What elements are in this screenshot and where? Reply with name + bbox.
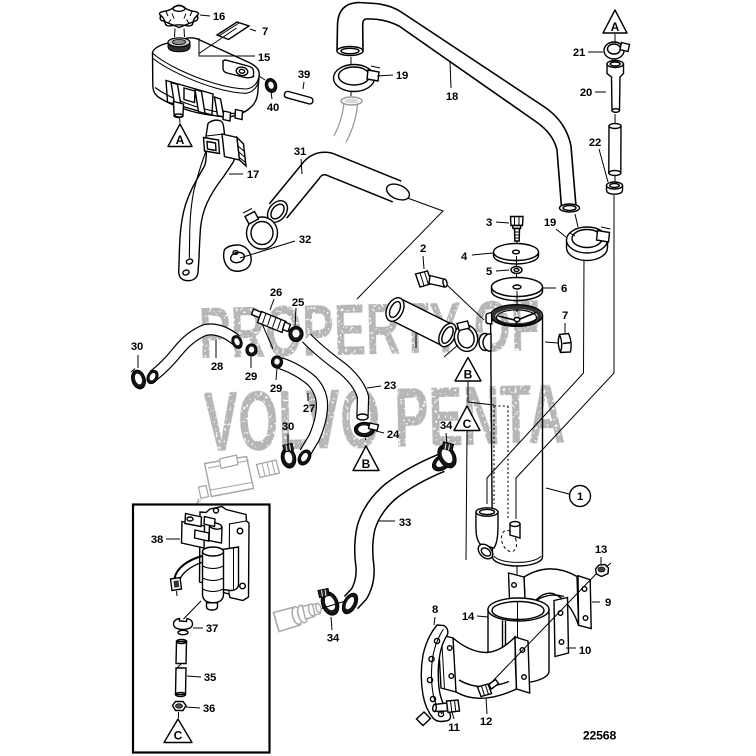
svg-text:6: 6 [561, 283, 567, 295]
svg-text:40: 40 [267, 102, 279, 114]
svg-text:32: 32 [299, 234, 311, 246]
svg-text:8: 8 [432, 604, 438, 616]
svg-text:A: A [611, 20, 620, 34]
svg-text:38: 38 [151, 534, 163, 546]
svg-text:34: 34 [440, 420, 453, 432]
svg-text:17: 17 [247, 169, 259, 181]
svg-text:19: 19 [396, 70, 408, 82]
svg-text:33: 33 [399, 517, 411, 529]
svg-text:3: 3 [486, 217, 492, 229]
svg-text:39: 39 [298, 69, 310, 81]
svg-text:35: 35 [204, 672, 216, 684]
svg-text:B: B [362, 457, 371, 471]
svg-text:PROPERTY OF: PROPERTY OF [198, 286, 541, 374]
svg-text:22: 22 [589, 137, 601, 149]
svg-text:29: 29 [245, 371, 257, 383]
svg-text:4: 4 [461, 251, 468, 263]
svg-text:11: 11 [448, 722, 460, 734]
svg-text:21: 21 [573, 47, 585, 59]
svg-text:VOLVO PENTA: VOLVO PENTA [203, 367, 566, 469]
svg-text:10: 10 [579, 645, 591, 657]
svg-text:24: 24 [387, 429, 400, 441]
svg-text:7: 7 [562, 310, 568, 322]
svg-text:15: 15 [258, 52, 270, 64]
svg-text:25: 25 [292, 297, 304, 309]
svg-text:C: C [174, 729, 183, 743]
svg-text:2: 2 [420, 243, 426, 255]
svg-text:5: 5 [486, 266, 492, 278]
svg-text:36: 36 [203, 703, 215, 715]
svg-text:1: 1 [577, 491, 583, 503]
svg-text:20: 20 [580, 87, 592, 99]
svg-text:18: 18 [446, 91, 458, 103]
svg-text:27: 27 [303, 403, 315, 415]
svg-text:14: 14 [462, 611, 475, 623]
svg-text:34: 34 [327, 633, 340, 645]
svg-text:B: B [464, 368, 473, 382]
svg-text:9: 9 [605, 597, 611, 609]
svg-text:22568: 22568 [583, 729, 617, 743]
svg-text:13: 13 [595, 544, 607, 556]
svg-text:12: 12 [480, 716, 492, 728]
svg-text:16: 16 [213, 11, 225, 23]
svg-text:29: 29 [270, 383, 282, 395]
svg-text:A: A [176, 133, 185, 147]
svg-text:19: 19 [544, 217, 556, 229]
svg-text:30: 30 [282, 421, 294, 433]
svg-text:C: C [463, 417, 472, 431]
svg-text:28: 28 [211, 361, 223, 373]
svg-text:37: 37 [206, 623, 218, 635]
svg-text:30: 30 [131, 341, 143, 353]
svg-text:7: 7 [262, 26, 268, 38]
svg-text:26: 26 [270, 287, 282, 299]
svg-text:31: 31 [294, 146, 306, 158]
svg-text:23: 23 [384, 380, 396, 392]
